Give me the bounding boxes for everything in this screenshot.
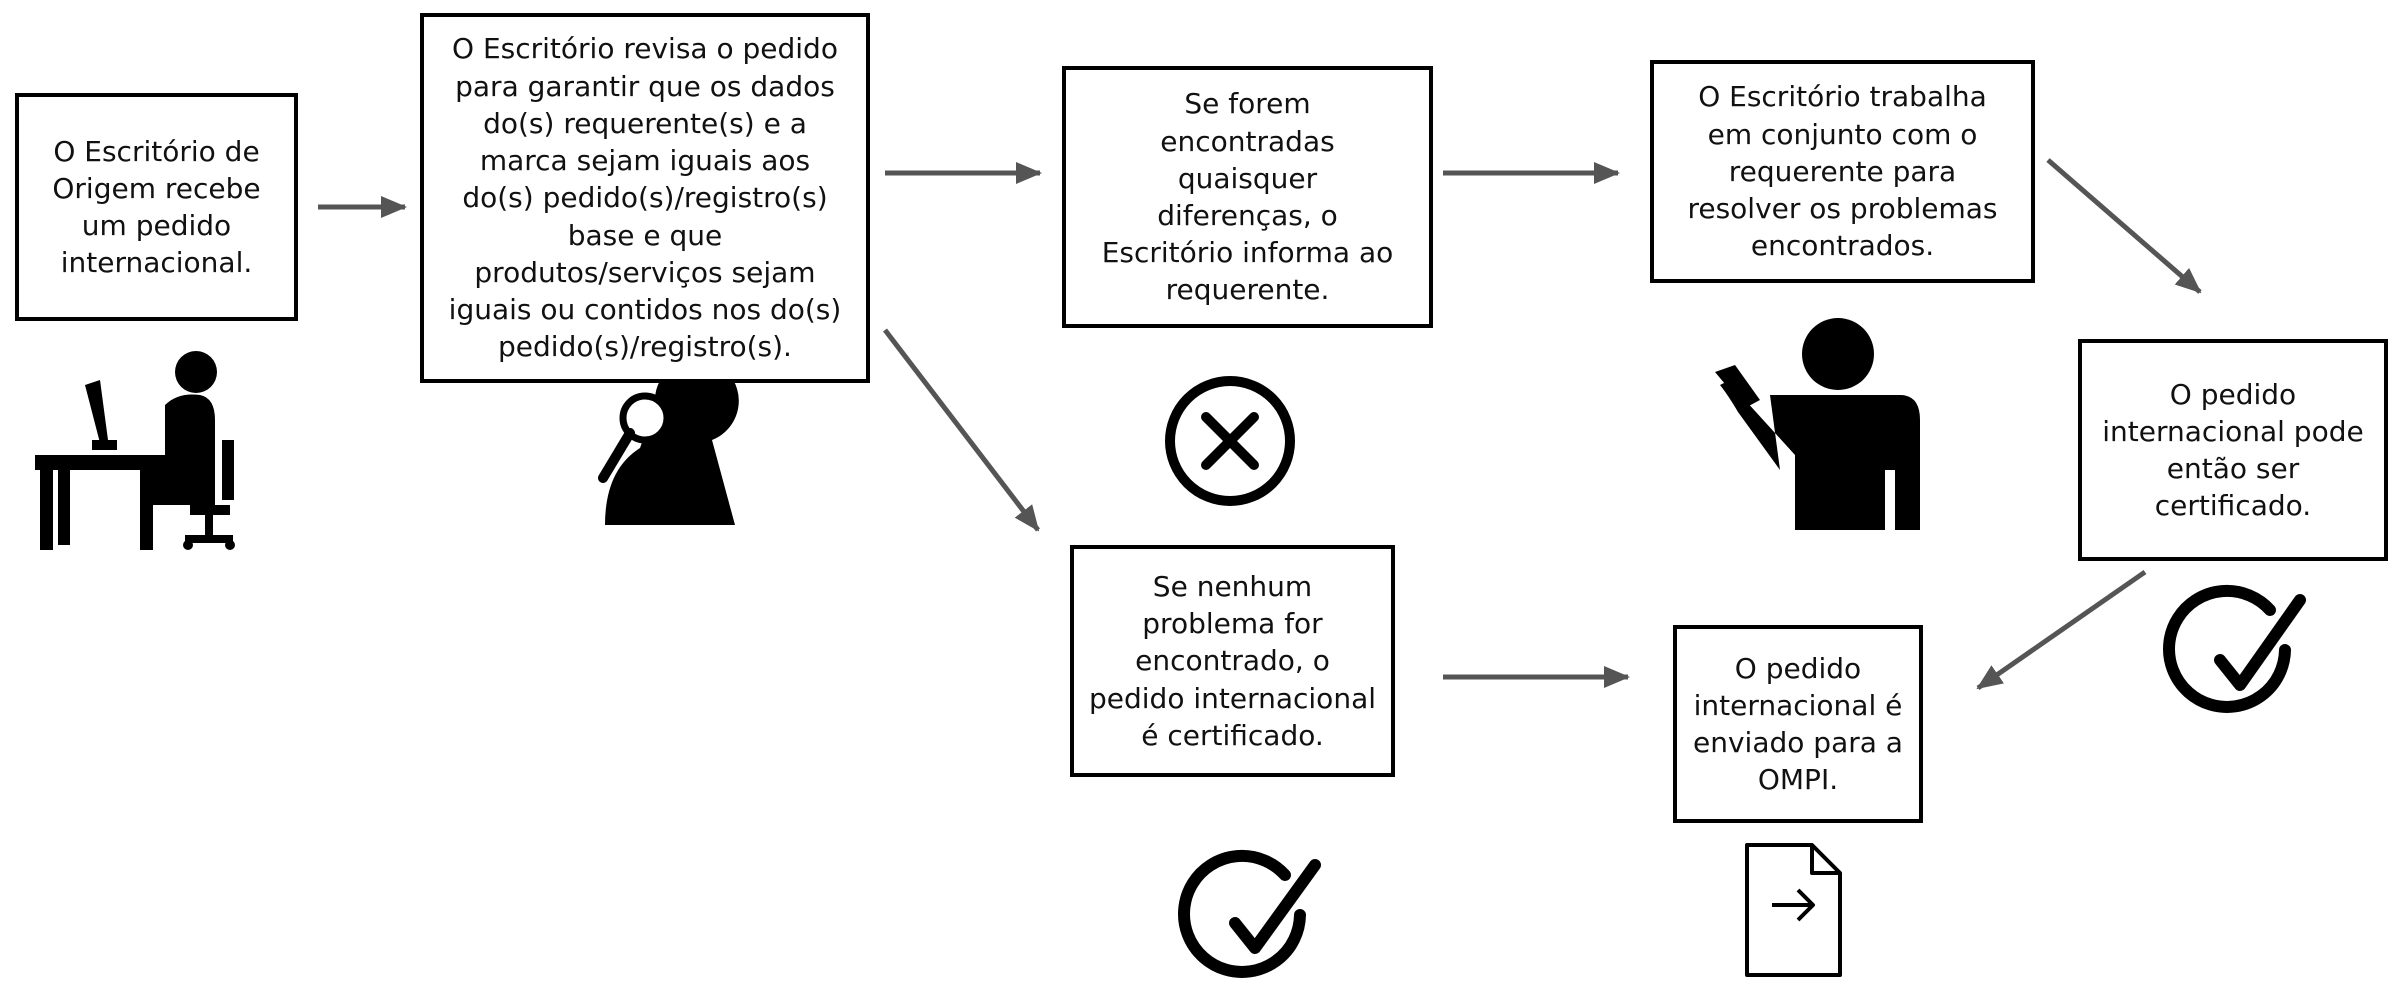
step-receive-text: O Escritório de Origem recebe um pedido … (52, 134, 261, 280)
arrow-can-certify-to-wipo (1976, 569, 2147, 691)
check-circle-icon (2163, 584, 2306, 713)
step-differences-box: Se forem encontradas quaisquer diferença… (1062, 66, 1433, 328)
circle-x-icon (1165, 376, 1295, 506)
step-can-certify-box: O pedido internacional pode então ser ce… (2078, 339, 2388, 561)
step-no-problem-text: Se nenhum problema for encontrado, o ped… (1089, 569, 1376, 752)
person-magnifier-icon (598, 358, 739, 525)
document-send-icon (1745, 843, 1842, 977)
step-review-box: O Escritório revisa o pedido para garant… (420, 13, 870, 383)
person-at-desk-icon (35, 351, 235, 550)
step-no-problem-box: Se nenhum problema for encontrado, o ped… (1070, 545, 1395, 777)
step-can-certify-text: O pedido internacional pode então ser ce… (2102, 377, 2364, 523)
step-differences-text: Se forem encontradas quaisquer diferença… (1101, 87, 1394, 307)
flow-arrows (318, 158, 2202, 691)
step-review-text: O Escritório revisa o pedido para garant… (448, 32, 842, 364)
person-raising-hand-icon (1715, 318, 1920, 530)
arrow-work-to-can-certify (2046, 158, 2202, 294)
step-work-together-text: O Escritório trabalha em conjunto com o … (1687, 80, 1998, 263)
step-sent-wipo-text: O pedido internacional é enviado para a … (1693, 651, 1903, 797)
step-work-together-box: O Escritório trabalha em conjunto com o … (1650, 60, 2035, 283)
step-receive-box: O Escritório de Origem recebe um pedido … (15, 93, 298, 321)
step-sent-wipo-box: O pedido internacional é enviado para a … (1673, 625, 1923, 823)
arrow-review-to-no-problem (883, 328, 1040, 532)
check-circle-icon (1178, 849, 1321, 978)
